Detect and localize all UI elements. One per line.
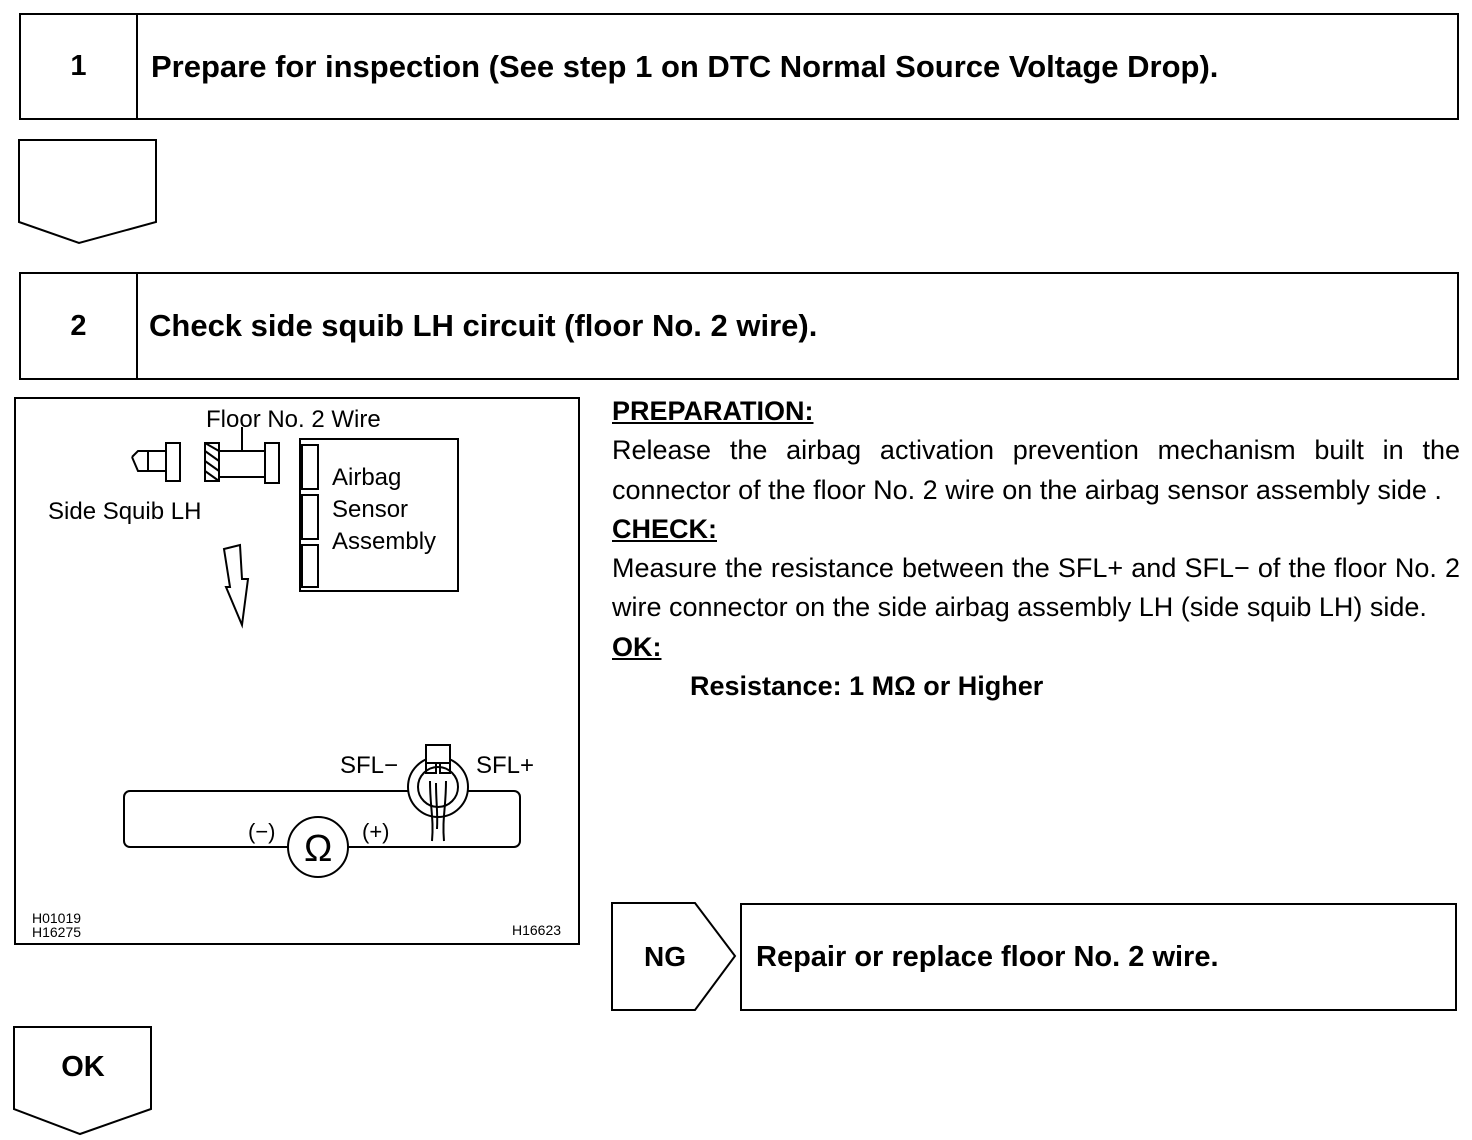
side-squib-connector [131, 442, 181, 482]
ng-arrow-shape [611, 902, 737, 1011]
figure-code-left-2: H16275 [32, 924, 81, 940]
sfl-minus-label: SFL− [340, 752, 398, 779]
check-heading: CHECK: [612, 513, 717, 544]
minus-lead-label: (−) [248, 819, 276, 844]
check-text: Measure the resistance between the SFL+ … [612, 553, 1460, 623]
ok-heading: OK: [612, 631, 662, 662]
step-1-number: 1 [21, 15, 138, 118]
probed-connector [407, 744, 469, 842]
airbag-label-2: Sensor [332, 496, 408, 523]
airbag-sensor-assembly [299, 438, 459, 592]
resistance-spec: Resistance: 1 MΩ or Higher [690, 671, 1044, 702]
figure-code-left-1: H01019 [32, 910, 81, 926]
airbag-label-1: Airbag [332, 464, 401, 491]
ok-arrow-shape [13, 1026, 152, 1136]
ok-label: OK [61, 1050, 105, 1083]
step-1-title: Prepare for inspection (See step 1 on DT… [151, 48, 1219, 84]
sfl-plus-label: SFL+ [476, 752, 534, 779]
preparation-text: Release the airbag activation prevention… [612, 435, 1460, 505]
step-1-box: 1 Prepare for inspection (See step 1 on … [19, 13, 1459, 120]
preparation-heading: PREPARATION: [612, 396, 814, 426]
figure-code-right: H16623 [512, 922, 561, 938]
wiring-diagram-figure: Floor No. 2 Wire Side Squib LH Airbag Se… [14, 397, 580, 945]
ohm-symbol: Ω [304, 828, 332, 870]
floor-wire-connector [204, 427, 280, 484]
flow-down-arrow [18, 139, 157, 245]
step-2-box: 2 Check side squib LH circuit (floor No.… [19, 272, 1459, 380]
wiring-diagram: Floor No. 2 Wire Side Squib LH Airbag Se… [32, 406, 561, 940]
instruction-text: PREPARATION: Release the airbag activati… [612, 392, 1460, 706]
step-2-title: Check side squib LH circuit (floor No. 2… [149, 308, 818, 343]
ng-label: NG [644, 940, 686, 972]
floor-wire-label: Floor No. 2 Wire [206, 406, 381, 433]
ohmmeter-icon [287, 816, 349, 878]
step-2-number: 2 [21, 274, 138, 378]
down-arrow-icon [222, 543, 250, 629]
plus-lead-label: (+) [362, 819, 390, 844]
airbag-label-3: Assembly [332, 528, 436, 555]
side-squib-label: Side Squib LH [48, 498, 201, 525]
ng-action: Repair or replace floor No. 2 wire. [740, 903, 1457, 1011]
